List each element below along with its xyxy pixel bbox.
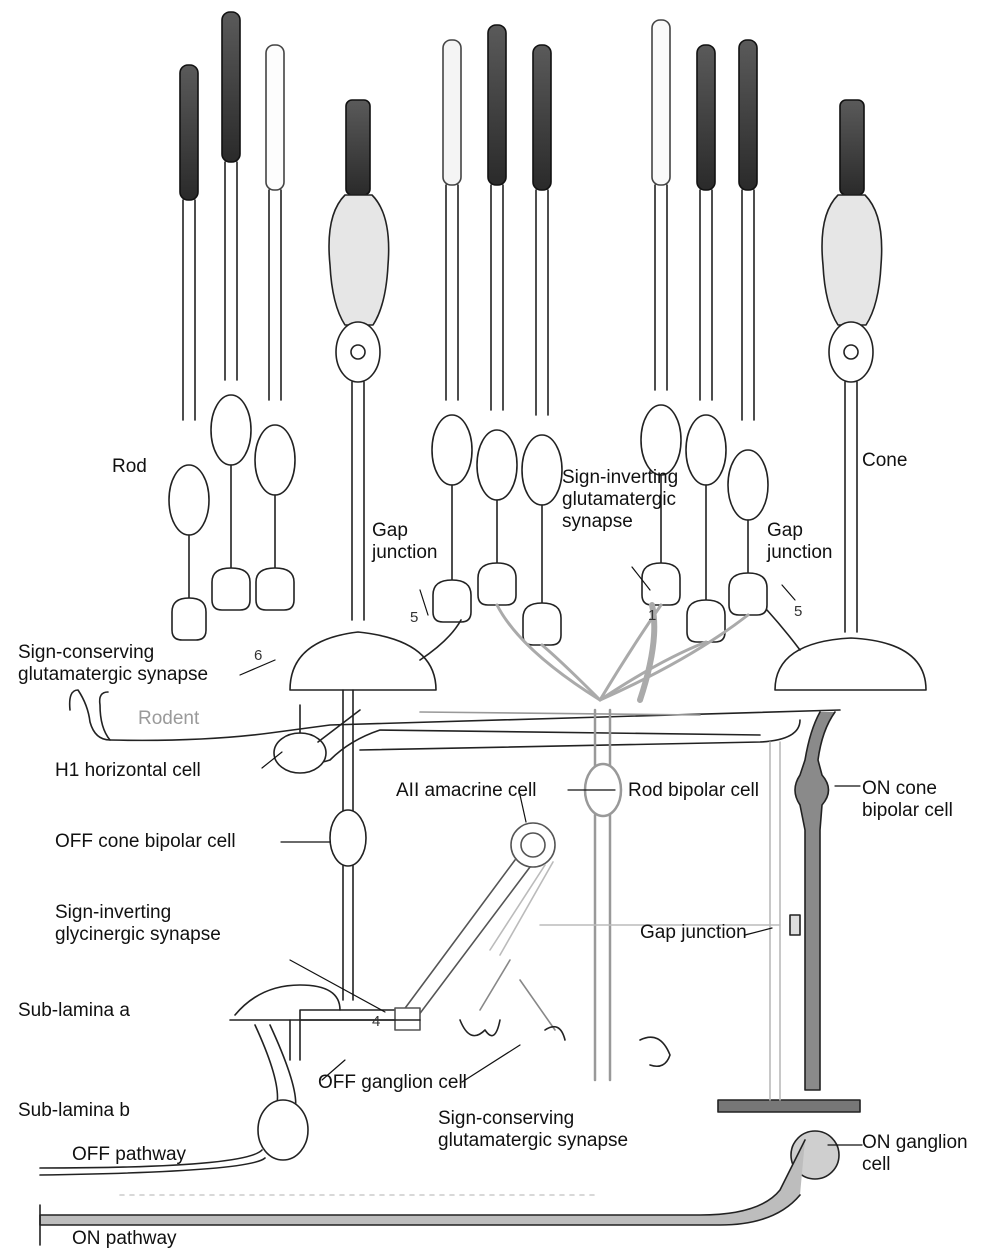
label-rodent: Rodent — [138, 708, 199, 730]
label-gap-junction-left: Gap junction — [372, 520, 447, 564]
label-off-cone-bipolar-cell: OFF cone bipolar cell — [55, 831, 236, 853]
label-rod-bipolar-cell: Rod bipolar cell — [628, 780, 778, 802]
synapse-number-1: 1 — [648, 608, 656, 624]
label-on-pathway: ON pathway — [72, 1228, 177, 1250]
label-sub-lamina-a: Sub-lamina a — [18, 1000, 130, 1022]
label-gap-junction-bottom: Gap junction — [640, 922, 747, 944]
rod-inner-segments — [183, 162, 754, 420]
cone-left — [290, 100, 436, 690]
label-sign-inverting-glycinergic: Sign-inverting glycinergic synapse — [55, 902, 265, 946]
synapse-number-5-left: 5 — [410, 610, 418, 626]
synapse-number-5-right: 5 — [794, 604, 802, 620]
label-sign-conserving-top: Sign-conserving glutamatergic synapse — [18, 642, 243, 686]
label-h1-horizontal-cell: H1 horizontal cell — [55, 760, 201, 782]
label-sign-inverting-glutamatergic: Sign-inverting glutamatergic synapse — [562, 467, 702, 533]
aii-amacrine-cell — [395, 823, 555, 1030]
label-sub-lamina-b: Sub-lamina b — [18, 1100, 130, 1122]
sub-lamina-a-terminals — [230, 985, 420, 1060]
rod-spherules — [172, 563, 767, 645]
on-cone-bipolar-cell — [718, 712, 860, 1112]
label-off-ganglion-cell: OFF ganglion cell — [318, 1072, 467, 1094]
rod-outer-segments — [180, 12, 757, 200]
label-aii-amacrine-cell: AII amacrine cell — [396, 780, 536, 802]
synapse-number-4: 4 — [372, 1014, 380, 1030]
label-gap-junction-right: Gap junction — [767, 520, 842, 564]
label-rod: Rod — [112, 456, 147, 478]
synapse-number-6: 6 — [254, 648, 262, 664]
label-sign-conserving-bottom: Sign-conserving glutamatergic synapse — [438, 1108, 688, 1152]
label-on-cone-bipolar-cell: ON cone bipolar cell — [862, 778, 977, 822]
label-on-ganglion-cell: ON ganglion cell — [862, 1132, 982, 1176]
cone-right — [775, 100, 926, 690]
label-cone: Cone — [862, 450, 907, 472]
label-off-pathway: OFF pathway — [72, 1144, 186, 1166]
